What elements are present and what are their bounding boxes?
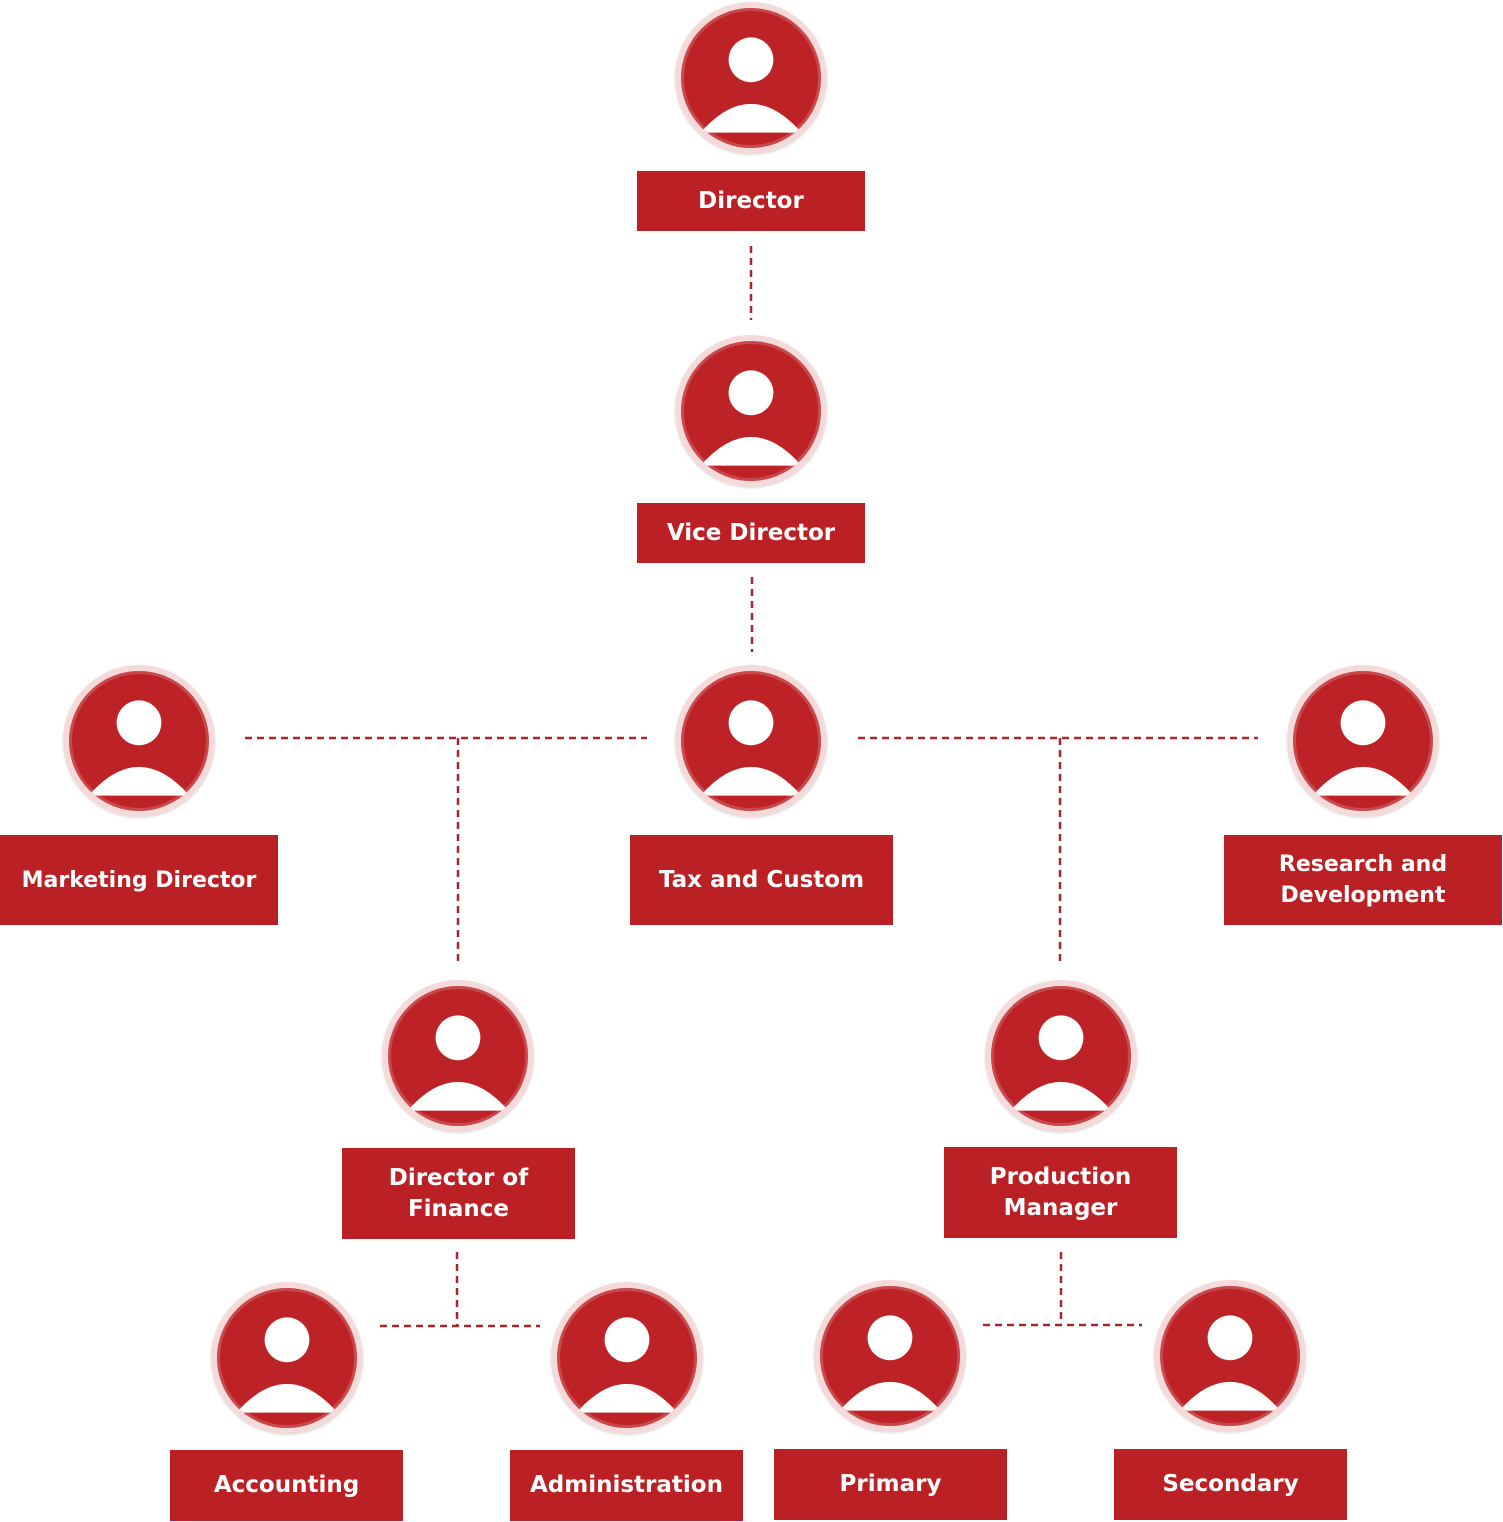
label-accounting: Accounting (170, 1450, 403, 1521)
avatar-secondary (1154, 1280, 1306, 1432)
label-vice-director: Vice Director (637, 503, 865, 563)
label-production-manager: Production Manager (944, 1147, 1177, 1238)
person-icon (1010, 1015, 1112, 1111)
label-marketing-director: Marketing Director (0, 835, 278, 925)
avatar-accounting (211, 1282, 363, 1434)
label-research-and-development: Research and Development (1224, 835, 1502, 925)
avatar-vice-director (675, 335, 827, 487)
avatar-administration (551, 1282, 703, 1434)
avatar-production-manager (985, 980, 1137, 1132)
person-icon (839, 1315, 941, 1411)
person-icon (88, 700, 190, 796)
label-secondary: Secondary (1114, 1449, 1347, 1520)
label-primary: Primary (774, 1449, 1007, 1520)
label-director-of-finance: Director of Finance (342, 1148, 575, 1239)
label-tax-and-custom: Tax and Custom (630, 835, 893, 925)
person-icon (700, 370, 802, 466)
label-administration: Administration (510, 1450, 743, 1521)
avatar-tax-and-custom (675, 665, 827, 817)
person-icon (700, 700, 802, 796)
avatar-primary (814, 1280, 966, 1432)
person-icon (1312, 700, 1414, 796)
person-icon (1179, 1315, 1281, 1411)
person-icon (700, 37, 802, 133)
person-icon (407, 1015, 509, 1111)
avatar-director-of-finance (382, 980, 534, 1132)
avatar-director (675, 2, 827, 154)
avatar-research-and-development (1287, 665, 1439, 817)
label-director: Director (637, 171, 865, 231)
avatar-marketing-director (63, 665, 215, 817)
person-icon (576, 1317, 678, 1413)
person-icon (236, 1317, 338, 1413)
